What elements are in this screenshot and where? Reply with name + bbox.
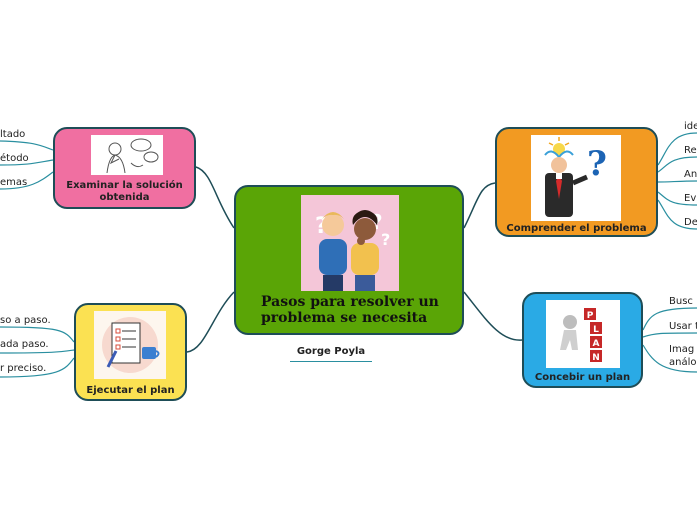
checklist-coffee-image [94,311,166,379]
plan-letter-l: L [593,325,599,335]
node-comprender-label: Comprender el problema [506,223,647,234]
central-title: Pasos para resolver un problema se neces… [261,294,439,326]
leaf-comprender-5[interactable]: De [684,217,697,228]
leaf-concebir-1[interactable]: Busc [669,296,693,307]
leaf-comprender-2[interactable]: Re [684,145,697,156]
central-subtitle[interactable]: Gorge Poyla [290,346,372,362]
leaf-examinar-3[interactable]: emas [0,177,28,188]
node-examinar[interactable]: Examinar la solución obtenida [53,127,196,209]
node-comprender[interactable]: ? Comprender el problema [495,127,658,237]
leaf-comprender-3[interactable]: An [684,169,697,180]
leaf-ejecutar-3[interactable]: r preciso. [0,363,47,374]
svg-text:?: ? [381,230,390,249]
leaf-ejecutar-2[interactable]: ada paso. [0,339,49,350]
plan-letter-p: P [587,311,594,321]
node-ejecutar-label: Ejecutar el plan [86,385,175,396]
node-ejecutar[interactable]: Ejecutar el plan [74,303,187,401]
node-concebir[interactable]: P L A N Concebir un plan [522,292,643,388]
leaf-concebir-3[interactable]: Imag [669,344,695,355]
plan-letter-n: N [592,353,600,363]
leaf-comprender-1[interactable]: ide [684,121,697,132]
plan-blocks-image: P L A N [546,300,620,368]
leaf-comprender-4[interactable]: Ev [684,193,697,204]
leaf-examinar-1[interactable]: ltado [0,129,26,140]
two-people-thinking-image: ? ? ? [301,195,399,291]
leaf-concebir-4[interactable]: análo [669,357,697,368]
plan-letter-a: A [593,339,600,349]
leaf-concebir-2[interactable]: Usar t [669,321,697,332]
businessman-question-image: ? [531,135,621,221]
leaf-examinar-2[interactable]: étodo [0,153,29,164]
leaf-ejecutar-1[interactable]: so a paso. [0,315,51,326]
person-thinking-sketch-image [91,135,163,175]
central-topic[interactable]: ? ? ? Pasos para resolver un problema se… [234,185,464,335]
node-examinar-label: Examinar la solución obtenida [66,180,183,203]
node-concebir-label: Concebir un plan [534,372,631,383]
svg-text:?: ? [587,144,607,184]
